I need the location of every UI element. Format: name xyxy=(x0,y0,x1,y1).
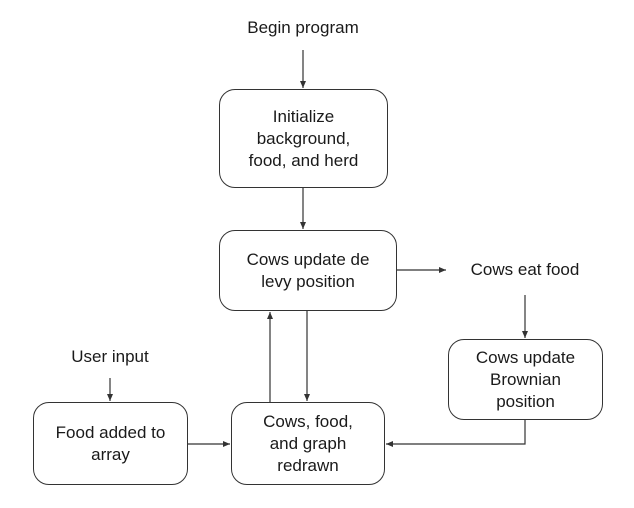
food-added-box: Food added to array xyxy=(33,402,188,485)
levy-line-1: Cows update de xyxy=(246,249,370,269)
initialize-line-1: Initialize xyxy=(272,106,335,126)
cows-eat-food-label: Cows eat food xyxy=(470,260,580,279)
redrawn-box: Cows, food, and graph redrawn xyxy=(231,402,385,485)
brownian-position-box: Cows update Brownian position xyxy=(448,339,603,420)
redrawn-line-3: redrawn xyxy=(277,455,339,475)
redrawn-line-1: Cows, food, xyxy=(263,411,353,431)
initialize-line-3: food, and herd xyxy=(248,150,359,170)
user-input-label: User input xyxy=(71,347,149,366)
initialize-box: Initialize background, food, and herd xyxy=(219,89,388,188)
brownian-line-3: position xyxy=(496,391,555,411)
food-added-line-1: Food added to xyxy=(55,422,166,442)
edge-brownian-redrawn xyxy=(386,420,526,447)
begin-program-label: Begin program xyxy=(247,18,359,37)
levy-line-2: levy position xyxy=(261,271,355,291)
initialize-line-2: background, xyxy=(256,128,351,148)
levy-position-box: Cows update de levy position xyxy=(219,230,397,311)
redrawn-line-2: and graph xyxy=(269,433,347,453)
food-added-line-2: array xyxy=(91,444,130,464)
brownian-line-1: Cows update xyxy=(475,347,576,367)
brownian-line-2: Brownian xyxy=(490,369,561,389)
